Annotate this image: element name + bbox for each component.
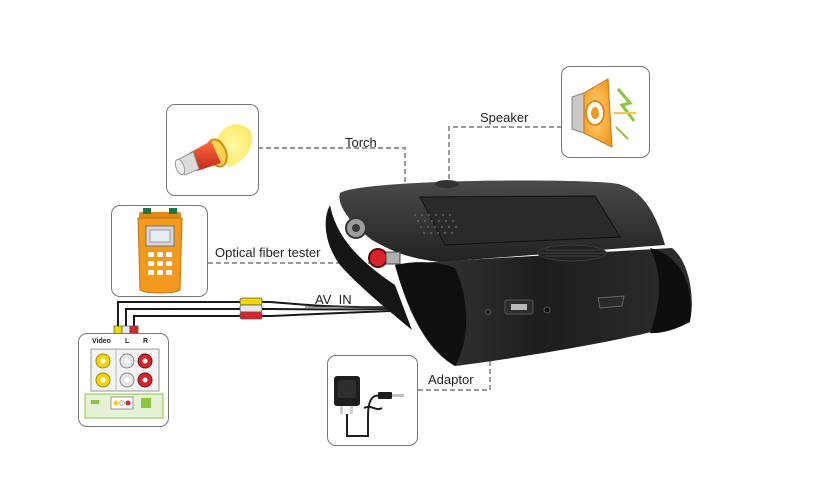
torch-icon xyxy=(174,124,253,176)
av-left-label: L xyxy=(125,338,130,345)
optical-fiber-tester-label: Optical fiber tester xyxy=(215,245,321,260)
av-panel-card: Video L R xyxy=(78,333,169,427)
torch-card xyxy=(166,104,259,196)
av-in-label: AV IN xyxy=(315,292,352,307)
speaker-label: Speaker xyxy=(480,110,529,125)
rca-plugs xyxy=(113,297,263,337)
av-panel-icon xyxy=(84,348,164,419)
torch-label: Torch xyxy=(345,135,377,150)
speaker-connector-line xyxy=(448,126,562,185)
optical-tester-card xyxy=(111,205,208,297)
adaptor-label: Adaptor xyxy=(428,372,474,387)
speaker-card xyxy=(561,66,650,158)
optical-fiber-tester-icon xyxy=(137,208,183,294)
power-adaptor-icon xyxy=(334,376,404,437)
av-right-label: R xyxy=(143,338,149,345)
torch-connector-line xyxy=(258,147,406,213)
av-video-label: Video xyxy=(92,338,111,345)
adaptor-card xyxy=(327,355,418,446)
speaker-icon xyxy=(571,78,636,148)
